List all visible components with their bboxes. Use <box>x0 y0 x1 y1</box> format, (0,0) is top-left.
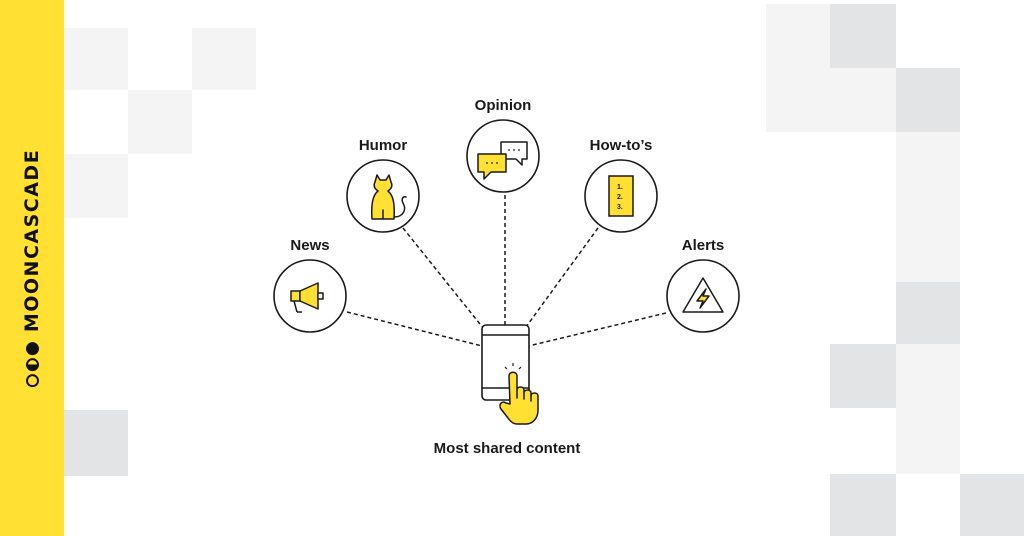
tap-rays <box>504 363 522 370</box>
bg-tile <box>960 474 1024 536</box>
bg-tile <box>64 28 128 90</box>
center-label: Most shared content <box>434 440 581 457</box>
node-opinion: Opinion <box>466 97 540 193</box>
node-label-howtos: How-to’s <box>590 137 653 154</box>
cat-icon <box>371 174 407 220</box>
bg-tile <box>64 154 128 218</box>
bg-tile <box>766 4 830 132</box>
svg-text:3.: 3. <box>617 204 623 211</box>
bg-tile <box>192 28 256 90</box>
node-howtos: How-to’s 1. 2. 3. <box>584 137 658 233</box>
node-alerts: Alerts <box>666 237 740 333</box>
speech-bubbles-icon <box>477 141 528 180</box>
bg-tile <box>830 344 896 408</box>
node-label-humor: Humor <box>359 137 407 154</box>
numbered-list-icon: 1. 2. 3. <box>608 175 634 217</box>
connector-news <box>346 311 495 350</box>
phone-illustration <box>481 324 539 425</box>
connector-alerts <box>515 312 667 350</box>
node-label-opinion: Opinion <box>475 97 532 114</box>
bg-tile <box>64 410 128 476</box>
tapping-hand-icon <box>499 371 539 425</box>
bg-tile <box>830 4 896 68</box>
bg-tile <box>896 68 960 132</box>
megaphone-icon <box>290 282 324 313</box>
bg-tile <box>896 282 960 344</box>
bg-tile <box>830 474 896 536</box>
node-humor: Humor <box>346 137 420 233</box>
warning-lightning-icon <box>682 277 724 313</box>
bg-tile <box>896 408 960 474</box>
node-news: News <box>273 237 347 333</box>
svg-text:2.: 2. <box>617 194 623 201</box>
node-label-news: News <box>290 237 329 254</box>
node-label-alerts: Alerts <box>682 237 725 254</box>
bg-tile <box>896 132 960 282</box>
bg-tile <box>896 344 960 408</box>
connector-howtos <box>509 227 599 350</box>
bg-tile <box>830 68 896 132</box>
svg-text:1.: 1. <box>617 184 623 191</box>
bg-tile <box>128 90 192 154</box>
brand-sidebar: MOONCASCADE <box>0 0 64 536</box>
